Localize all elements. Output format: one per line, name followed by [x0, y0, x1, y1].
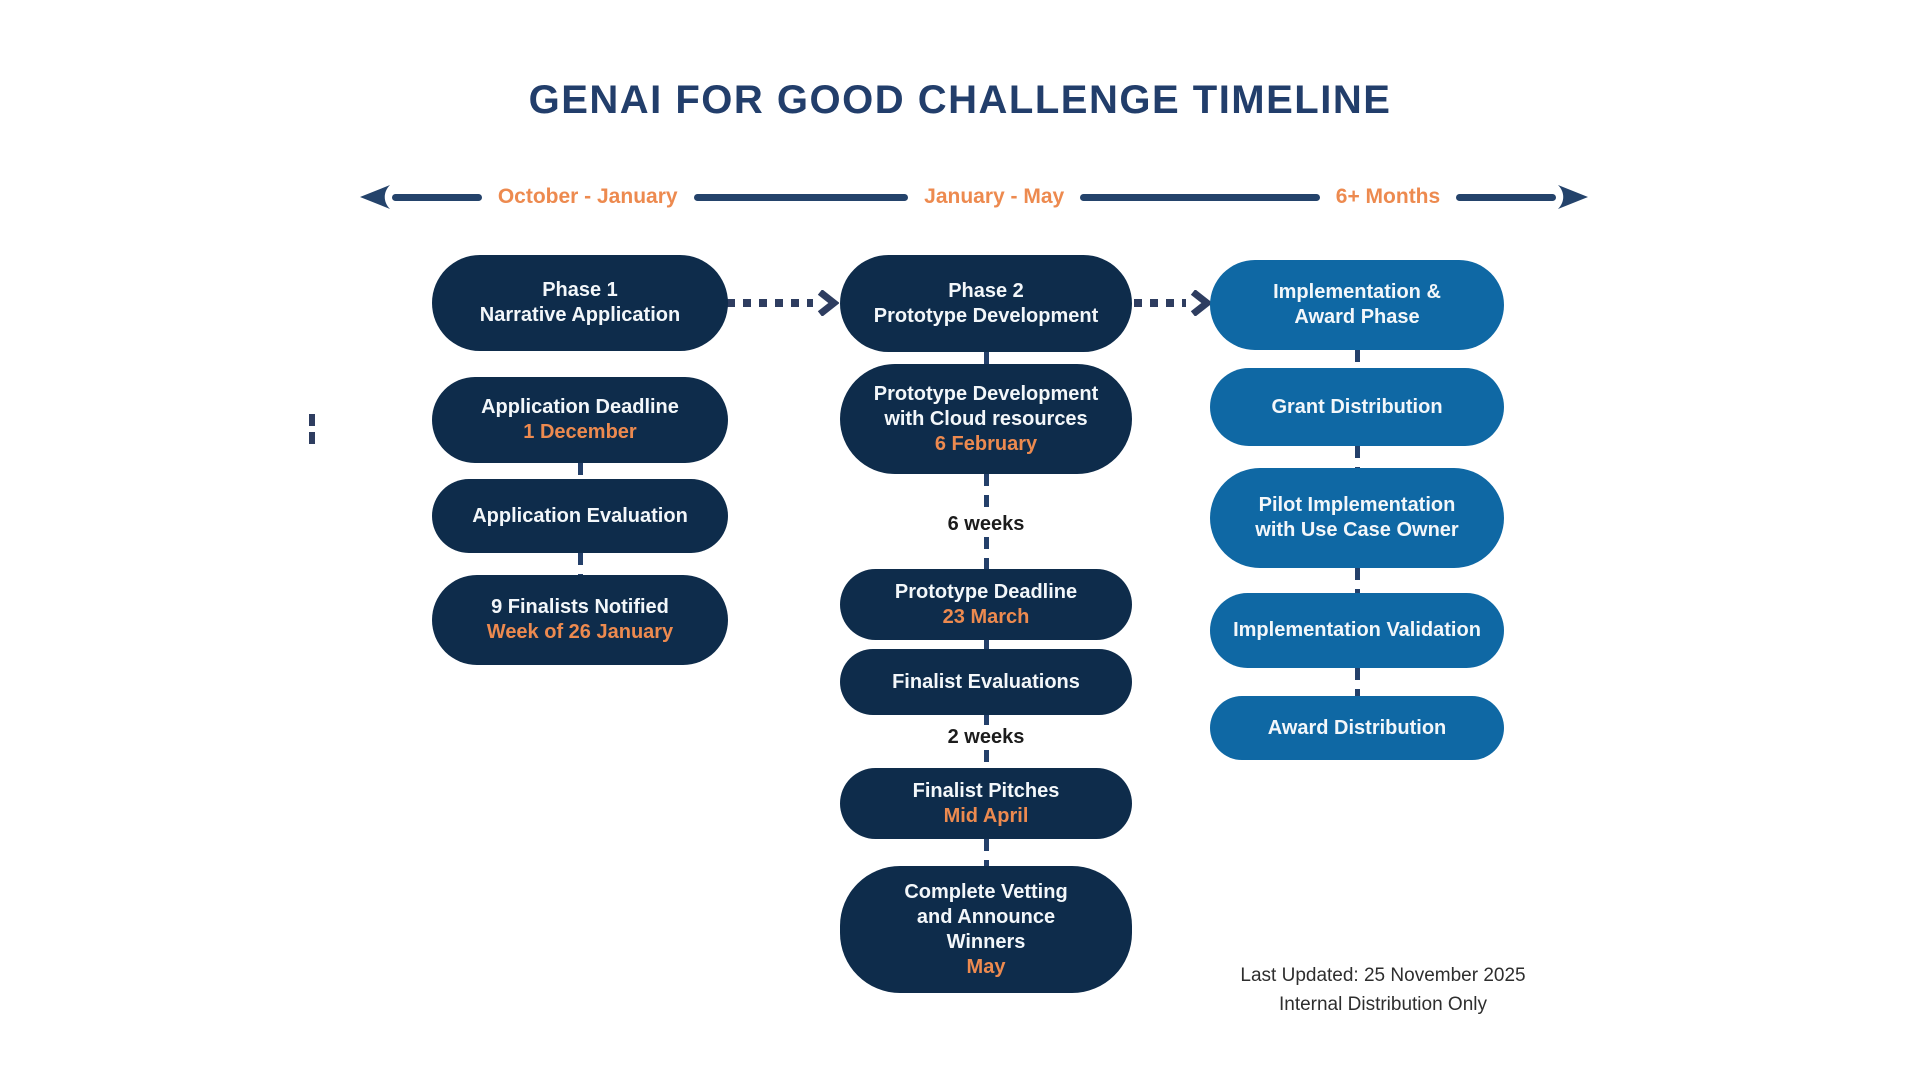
dashed-connector: [983, 750, 989, 768]
pill-text: Phase 2: [948, 279, 1024, 302]
dotted-arrow-phase1-to-phase2: [727, 290, 839, 316]
dashed-connector: [983, 537, 989, 569]
pill-text: Award Distribution: [1267, 716, 1447, 739]
timeline-line: [1456, 193, 1557, 201]
pill-complete-vetting: Complete Vetting and Announce Winners Ma…: [840, 866, 1132, 993]
pill-prototype-deadline: Prototype Deadline 23 March: [840, 569, 1132, 640]
pill-pilot-implementation: Pilot Implementation with Use Case Owner: [1210, 468, 1504, 568]
timeline-label-6-months: 6+ Months: [1335, 185, 1441, 208]
dashed-connector: [983, 352, 989, 364]
pill-text: Finalist Pitches: [912, 779, 1060, 802]
pill-date-text: 23 March: [942, 605, 1030, 628]
pill-grant-distribution: Grant Distribution: [1210, 368, 1504, 446]
footer-distribution: Internal Distribution Only: [1278, 993, 1488, 1015]
pill-finalist-pitches: Finalist Pitches Mid April: [840, 768, 1132, 839]
pill-text: Narrative Application: [479, 304, 681, 326]
dashed-connector: [983, 839, 989, 866]
timeline-line: [392, 193, 482, 201]
pill-date-text: May: [966, 955, 1006, 978]
column-phase-1: Phase 1 Narrative Application Applicatio…: [432, 255, 728, 665]
pill-application-evaluation: Application Evaluation: [432, 479, 728, 553]
timeline-label-january-may: January - May: [924, 185, 1065, 208]
timeline-axis: October - January January - May 6+ Month…: [358, 180, 1590, 214]
dashed-connector: [577, 463, 583, 479]
timeline-line: [1080, 193, 1320, 201]
dashed-connector: [1354, 568, 1360, 593]
pill-text: Implementation &: [1273, 281, 1441, 303]
pill-award-distribution: Award Distribution: [1210, 696, 1504, 760]
pill-text: Prototype Development: [873, 382, 1099, 405]
pill-text: Phase 1: [542, 279, 618, 301]
pill-text: Application Evaluation: [472, 504, 688, 527]
pill-text: and Announce: [916, 905, 1056, 928]
pill-text: Complete Vetting: [904, 880, 1068, 903]
dashed-connector: [1354, 446, 1360, 468]
pill-date-text: Mid April: [943, 804, 1029, 827]
pill-text: Winners: [946, 930, 1026, 953]
stray-dash-mark: [309, 414, 315, 444]
pill-finalists-notified: 9 Finalists Notified Week of 26 January: [432, 575, 728, 665]
pill-text: with Cloud resources: [884, 407, 1088, 430]
pill-implementation-validation: Implementation Validation: [1210, 593, 1504, 668]
pill-text: Prototype Deadline: [894, 580, 1078, 603]
arrow-right-icon: [1558, 185, 1589, 209]
column-phase-2: Phase 2 Prototype Development Prototype …: [840, 255, 1132, 993]
footer-last-updated: Last Updated: 25 November 2025: [1240, 965, 1526, 986]
duration-label-2-weeks: 2 weeks: [941, 725, 1031, 750]
pill-text: Implementation Validation: [1233, 619, 1481, 641]
pill-text: 9 Finalists Notified: [491, 596, 669, 618]
chevron-right-icon: [1190, 290, 1212, 316]
pill-date-text: Week of 26 January: [486, 621, 674, 643]
pill-text: Grant Distribution: [1271, 395, 1443, 418]
dashed-connector: [983, 474, 989, 512]
pill-text: Prototype Development: [873, 304, 1099, 327]
pill-date-text: 1 December: [523, 421, 637, 443]
pill-text: Award Phase: [1294, 306, 1420, 328]
page-title: GENAI FOR GOOD CHALLENGE TIMELINE: [528, 78, 1392, 122]
dashed-connector: [577, 553, 583, 575]
pill-text: with Use Case Owner: [1255, 519, 1459, 541]
arrow-left-icon: [360, 185, 390, 209]
pill-prototype-development-cloud: Prototype Development with Cloud resourc…: [840, 364, 1132, 474]
pill-date-text: 6 February: [934, 432, 1038, 455]
footer-note: Last Updated: 25 November 2025 Internal …: [1233, 962, 1533, 1019]
dashed-connector: [1354, 668, 1360, 696]
duration-label-6-weeks: 6 weeks: [941, 512, 1031, 537]
pill-text: Pilot Implementation: [1258, 494, 1456, 516]
pill-finalist-evaluations: Finalist Evaluations: [840, 649, 1132, 715]
column-implementation: Implementation & Award Phase Grant Distr…: [1210, 260, 1504, 760]
timeline-label-october-january: October - January: [497, 185, 678, 208]
dashed-connector: [983, 640, 989, 649]
dotted-line: [1134, 299, 1186, 307]
dashed-connector: [1354, 350, 1360, 368]
gap: [578, 351, 583, 377]
pill-text: Finalist Evaluations: [892, 670, 1080, 693]
pill-implementation-award-phase: Implementation & Award Phase: [1210, 260, 1504, 350]
pill-text: Application Deadline: [481, 396, 679, 418]
timeline-line: [693, 193, 909, 201]
pill-phase-2: Phase 2 Prototype Development: [840, 255, 1132, 352]
pill-application-deadline: Application Deadline 1 December: [432, 377, 728, 463]
pill-phase-1: Phase 1 Narrative Application: [432, 255, 728, 351]
dotted-arrow-phase2-to-implementation: [1134, 290, 1212, 316]
dotted-line: [727, 299, 813, 307]
dashed-connector: [983, 715, 989, 725]
chevron-right-icon: [817, 290, 839, 316]
